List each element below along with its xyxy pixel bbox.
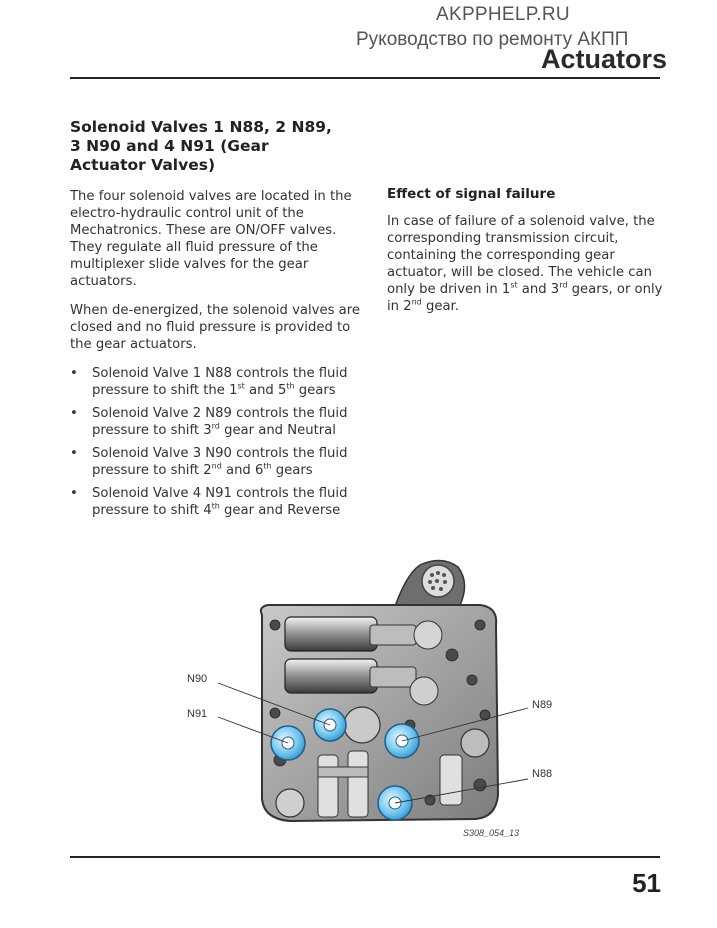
list-item: • Solenoid Valve 4 N91 controls the flui… xyxy=(70,485,360,519)
upper-solenoids xyxy=(284,616,443,706)
section-title: Solenoid Valves 1 N88, 2 N89, 3 N90 and … xyxy=(70,118,332,174)
bullet: • xyxy=(70,366,78,381)
text: gear. xyxy=(421,299,459,314)
text: Solenoid Valve 3 N90 controls the fluid … xyxy=(92,446,348,478)
bullet: • xyxy=(70,486,78,501)
sensor-left xyxy=(275,788,305,818)
text: gears xyxy=(271,463,313,478)
text: and 3 xyxy=(517,282,560,297)
header-subtitle: Руководство по ремонту АКПП xyxy=(356,29,629,50)
sup: th xyxy=(263,461,272,471)
list-item: • Solenoid Valve 3 N90 controls the flui… xyxy=(70,445,360,479)
bullet: • xyxy=(70,406,78,421)
page-number: 51 xyxy=(632,868,661,898)
sup: th xyxy=(286,381,295,391)
right-column: Effect of signal failure In case of fail… xyxy=(387,186,667,315)
sup: nd xyxy=(411,297,422,307)
spool-valves xyxy=(317,750,463,818)
failure-paragraph: In case of failure of a solenoid valve, … xyxy=(387,213,667,315)
label-n91: N91 xyxy=(187,708,208,720)
sensor-right xyxy=(460,728,490,758)
connector-pins xyxy=(428,571,447,591)
paragraph-location: The four solenoid valves are located in … xyxy=(70,189,352,289)
gear-detail xyxy=(343,706,381,744)
text: gears, or only in 2 xyxy=(387,282,663,314)
list-item: • Solenoid Valve 2 N89 controls the flui… xyxy=(70,405,360,439)
paragraph-de-energized: When de-energized, the solenoid valves a… xyxy=(70,303,360,352)
sup: st xyxy=(237,381,245,391)
sup: rd xyxy=(211,421,220,431)
text: Solenoid Valve 4 N91 controls the fluid … xyxy=(92,486,348,518)
sup: nd xyxy=(211,461,222,471)
label-n88: N88 xyxy=(532,768,553,780)
bottom-rule xyxy=(70,856,660,858)
mechatronics-illustration xyxy=(217,559,529,823)
header-site: AKPPHELP.RU xyxy=(436,4,570,25)
text: gear and Reverse xyxy=(219,503,341,518)
left-column: The four solenoid valves are located in … xyxy=(70,188,360,525)
top-rule xyxy=(70,77,660,79)
label-n90: N90 xyxy=(187,673,208,685)
text: gear and Neutral xyxy=(219,423,336,438)
figure-caption: S308_054_13 xyxy=(463,828,520,838)
text: gears xyxy=(294,383,336,398)
text: Solenoid Valve 1 N88 controls the fluid … xyxy=(92,366,348,398)
text: and 6 xyxy=(221,463,264,478)
text: Solenoid Valve 2 N89 controls the fluid … xyxy=(92,406,348,438)
text: In case of failure of a solenoid valve, … xyxy=(387,214,655,297)
leader-lines xyxy=(217,682,529,804)
text: and 5 xyxy=(244,383,287,398)
sup: th xyxy=(211,501,220,511)
bullet: • xyxy=(70,446,78,461)
sup: rd xyxy=(559,280,568,290)
header-title: Actuators xyxy=(540,44,667,74)
list-item: • Solenoid Valve 1 N88 controls the flui… xyxy=(70,365,360,399)
failure-heading: Effect of signal failure xyxy=(387,186,556,202)
sup: st xyxy=(510,280,518,290)
valve-list: • Solenoid Valve 1 N88 controls the flui… xyxy=(70,365,360,519)
label-n89: N89 xyxy=(532,699,553,711)
